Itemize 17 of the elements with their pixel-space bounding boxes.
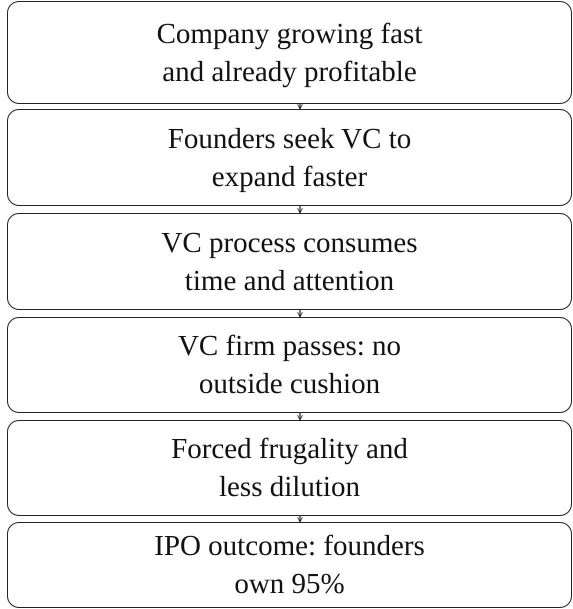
box-label: IPO outcome: founders own 95% [153,529,426,602]
box-label: Company growing fast and already profitable [156,16,424,90]
process-box [7,1,572,104]
box-label: Forced frugality and less dilution [170,432,409,505]
process-box [7,213,572,310]
arrow [297,310,303,318]
process-box [7,317,572,413]
process-box [7,522,572,608]
box-label: VC process consumes time and attention [160,226,419,298]
arrow [297,206,303,214]
arrow [297,413,303,420]
box-label: VC firm passes: no outside cushion [176,329,402,402]
process-box [7,109,572,206]
arrow [297,104,303,110]
arrow [297,516,303,522]
box-label: Founders seek VC to expand faster [166,122,412,194]
process-box [7,420,572,516]
